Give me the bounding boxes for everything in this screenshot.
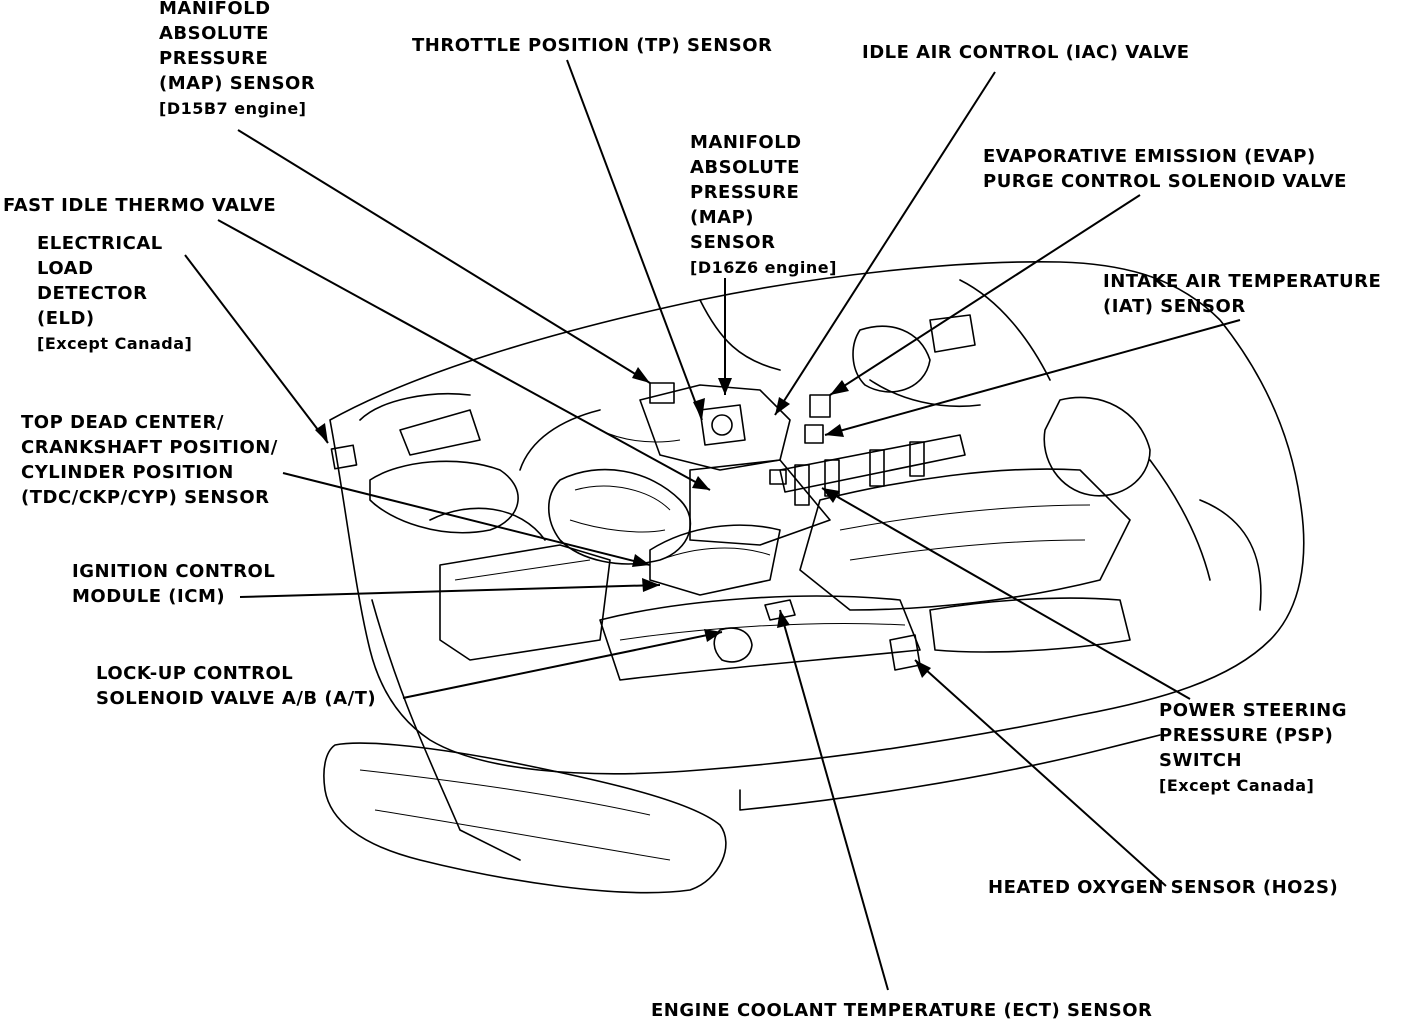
label-evap-valve: EVAPORATIVE EMISSION (EVAP) PURGE CONTRO… — [983, 144, 1347, 194]
label-line: FAST IDLE THERMO VALVE — [3, 195, 277, 216]
label-psp-switch: POWER STEERING PRESSURE (PSP) SWITCH [Ex… — [1159, 698, 1347, 798]
eld-box — [330, 444, 358, 470]
label-eld: ELECTRICAL LOAD DETECTOR (ELD) [Except C… — [37, 231, 192, 356]
label-tp-sensor: THROTTLE POSITION (TP) SENSOR — [412, 33, 772, 58]
label-line: PRESSURE — [690, 182, 800, 203]
car-body-outline — [329, 261, 1305, 861]
label-line: IGNITION CONTROL — [72, 561, 276, 582]
label-line: PURGE CONTROL SOLENOID VALVE — [983, 171, 1347, 192]
label-line: MANIFOLD — [690, 132, 802, 153]
label-line: IDLE AIR CONTROL (IAC) VALVE — [862, 42, 1190, 63]
label-ect-sensor: ENGINE COOLANT TEMPERATURE (ECT) SENSOR — [651, 998, 1152, 1023]
leader-lines — [184, 59, 1241, 991]
label-line: [Except Canada] — [37, 334, 193, 353]
label-line: EVAPORATIVE EMISSION (EVAP) — [983, 146, 1316, 167]
label-line: [D15B7 engine] — [159, 99, 307, 118]
label-line: THROTTLE POSITION (TP) SENSOR — [412, 35, 773, 56]
label-line: HEATED OXYGEN SENSOR (HO2S) — [988, 877, 1339, 898]
label-line: [D16Z6 engine] — [690, 258, 837, 277]
label-icm: IGNITION CONTROL MODULE (ICM) — [72, 559, 275, 609]
label-lockup-solenoid-valve: LOCK-UP CONTROL SOLENOID VALVE A/B (A/T) — [96, 661, 376, 711]
label-line: ELECTRICAL — [37, 233, 163, 254]
label-line: (TDC/CKP/CYP) SENSOR — [21, 487, 270, 508]
label-tdc-ckp-cyp-sensor: TOP DEAD CENTER/ CRANKSHAFT POSITION/ CY… — [21, 410, 278, 510]
label-line: PRESSURE (PSP) — [1159, 725, 1334, 746]
label-line: LOAD — [37, 258, 94, 279]
radiator-area — [599, 595, 1131, 681]
label-line: (MAP) SENSOR — [159, 73, 316, 94]
label-ho2s: HEATED OXYGEN SENSOR (HO2S) — [988, 875, 1338, 900]
label-map-sensor-d16z6: MANIFOLD ABSOLUTE PRESSURE (MAP) SENSOR … — [690, 130, 837, 280]
intake-manifold — [639, 384, 831, 596]
label-line: SOLENOID VALVE A/B (A/T) — [96, 688, 377, 709]
label-iat-sensor: INTAKE AIR TEMPERATURE (IAT) SENSOR — [1103, 269, 1381, 319]
headlight — [323, 742, 727, 894]
label-line: ABSOLUTE — [159, 23, 269, 44]
label-line: SENSOR — [690, 232, 776, 253]
label-line: SWITCH — [1159, 750, 1243, 771]
label-line: (ELD) — [37, 308, 95, 329]
label-map-sensor-d15b7: MANIFOLD ABSOLUTE PRESSURE (MAP) SENSOR … — [159, 0, 315, 121]
label-line: (IAT) SENSOR — [1103, 296, 1246, 317]
arrowheads — [315, 367, 931, 678]
label-line: ABSOLUTE — [690, 157, 800, 178]
battery-area — [330, 409, 611, 661]
label-line: MODULE (ICM) — [72, 586, 226, 607]
label-line: (MAP) — [690, 207, 754, 228]
label-line: INTAKE AIR TEMPERATURE — [1103, 271, 1382, 292]
hoses — [429, 279, 1211, 581]
label-iac-valve: IDLE AIR CONTROL (IAC) VALVE — [862, 40, 1190, 65]
label-line: [Except Canada] — [1159, 776, 1315, 795]
label-line: TOP DEAD CENTER/ — [21, 412, 224, 433]
small-sensors — [649, 382, 831, 485]
label-line: PRESSURE — [159, 48, 269, 69]
label-line: MANIFOLD — [159, 0, 271, 19]
label-line: CRANKSHAFT POSITION/ — [21, 437, 278, 458]
label-fast-idle-thermo-valve: FAST IDLE THERMO VALVE — [3, 193, 276, 218]
label-line: CYLINDER POSITION — [21, 462, 234, 483]
label-line: ENGINE COOLANT TEMPERATURE (ECT) SENSOR — [651, 1000, 1153, 1021]
label-line: DETECTOR — [37, 283, 148, 304]
label-line: LOCK-UP CONTROL — [96, 663, 294, 684]
label-line: POWER STEERING — [1159, 700, 1348, 721]
engine-block — [799, 314, 1151, 611]
